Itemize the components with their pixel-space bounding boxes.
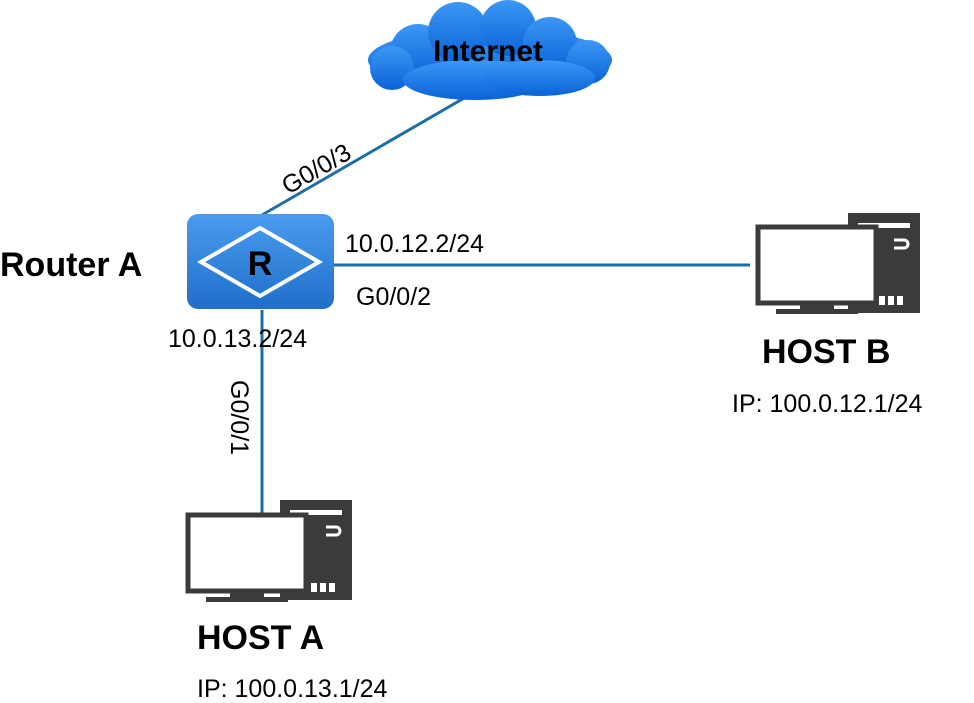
port-label-internet: G0/0/3 [277,138,356,200]
router-glyph: R [248,245,273,283]
host-a-ip: IP: 100.0.13.1/24 [197,675,388,703]
ip-label-host-a-link: 10.0.13.2/24 [168,325,307,353]
host-b-name: HOST B [762,333,890,371]
router-icon [187,214,334,309]
host-b-ip: IP: 100.0.12.1/24 [732,390,923,418]
router-name: Router A [0,246,142,284]
host-a-computer-icon [185,500,352,602]
ip-label-host-b-link: 10.0.12.2/24 [345,230,484,258]
port-label-host-a-link: G0/0/1 [225,380,253,455]
port-label-host-b-link: G0/0/2 [356,283,431,311]
host-b-computer-icon [755,213,920,314]
cloud-label: Internet [433,35,543,68]
internet-cloud-icon [368,0,612,100]
host-a-name: HOST A [197,619,324,657]
link-router-internet [261,88,479,217]
